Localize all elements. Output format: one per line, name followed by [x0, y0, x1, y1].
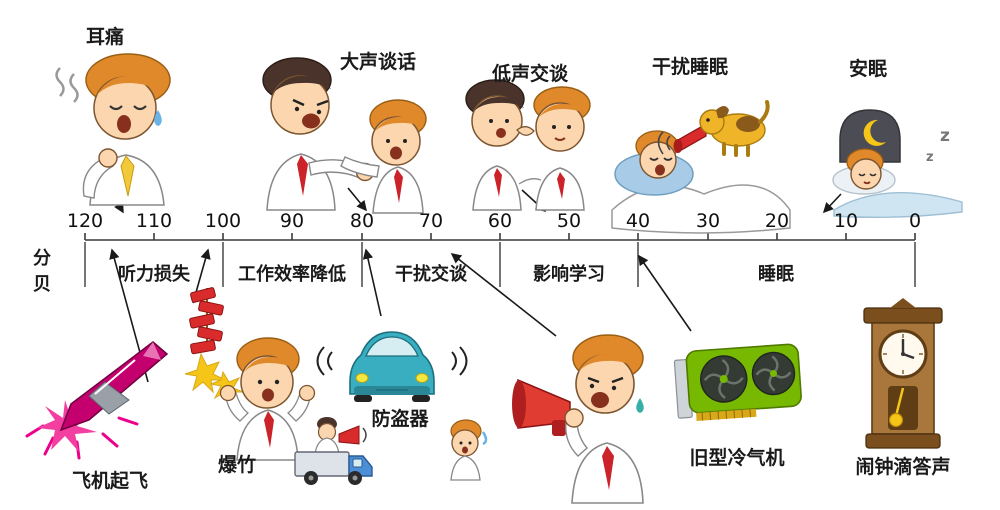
- label-loud-talk: 大声谈话: [339, 51, 417, 73]
- label-whisper-talk: 低声交谈: [491, 63, 569, 85]
- announcement-truck-illustration: [294, 417, 373, 485]
- tick-60: 60: [487, 210, 513, 232]
- startled-person-illustration: [219, 337, 316, 461]
- decibel-axis: [84, 233, 916, 241]
- scared-child-illustration: [450, 419, 488, 481]
- megaphone-dog-illustration: [657, 100, 770, 157]
- label-plane-takeoff: 飞机起飞: [71, 470, 149, 492]
- label-ear-pain: 耳痛: [85, 26, 125, 48]
- label-sleep: 睡眠: [758, 264, 794, 285]
- ear-pain-person-illustration: [55, 53, 171, 206]
- tick-40: 40: [625, 210, 651, 232]
- tick-110: 110: [135, 210, 173, 232]
- alarm-car-illustration: [316, 331, 468, 402]
- tick-90: 90: [279, 210, 305, 232]
- tick-100: 100: [204, 210, 242, 232]
- label-old-air-conditioner: 旧型冷气机: [689, 447, 785, 469]
- axis-unit-label: 分贝: [33, 248, 51, 295]
- sleep-z-big: z: [940, 126, 950, 146]
- air-conditioner-unit-illustration: [673, 343, 802, 421]
- sleep-z-small: z: [926, 150, 934, 165]
- label-car-alarm: 防盗器: [371, 408, 429, 430]
- label-hearing-loss: 听力损失: [118, 264, 190, 285]
- megaphone-person-illustration: [512, 334, 644, 504]
- label-sound-sleep: 安眠: [848, 58, 888, 80]
- jet-plane-illustration: [25, 341, 169, 460]
- arguing-pair-illustration: [262, 57, 427, 214]
- label-clock-tick: 闹钟滴答声: [855, 456, 951, 478]
- peaceful-sleeper-illustration: [832, 109, 963, 219]
- firecracker-illustration: [184, 287, 244, 404]
- whisper-pair-illustration: [465, 79, 591, 211]
- label-firecracker: 爆竹: [217, 454, 257, 476]
- tick-70: 70: [418, 210, 444, 232]
- tick-10: 10: [833, 210, 859, 232]
- grandfather-clock-illustration: [863, 298, 943, 449]
- tick-50: 50: [556, 210, 582, 232]
- tick-120: 120: [66, 210, 104, 232]
- tick-30: 30: [695, 210, 721, 232]
- tick-80: 80: [349, 210, 375, 232]
- label-work-efficiency-drop: 工作效率降低: [238, 264, 346, 285]
- disturbed-sleeper-illustration: [611, 130, 791, 234]
- label-disturb-sleep: 干扰睡眠: [651, 56, 729, 78]
- tick-20: 20: [764, 210, 790, 232]
- effect-zone-dividers: [84, 242, 916, 287]
- label-interfere-conversation: 干扰交谈: [395, 264, 467, 285]
- label-affect-learning: 影响学习: [533, 264, 605, 285]
- tick-0: 0: [908, 210, 922, 232]
